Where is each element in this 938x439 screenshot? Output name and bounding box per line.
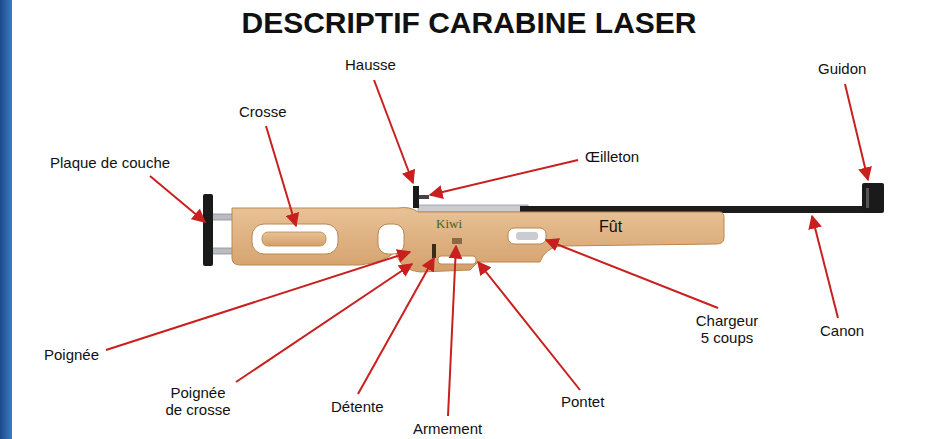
part-label: Détente [331, 398, 384, 415]
part-label: Armement [413, 420, 482, 437]
brand-mark: Kiwi [436, 217, 462, 232]
butt-plate [203, 194, 213, 266]
leader-lines [106, 80, 868, 416]
side-bar [0, 0, 12, 439]
part-label: Chargeur 5 coups [692, 312, 762, 347]
rifle [203, 183, 884, 272]
rear-sight [413, 186, 419, 208]
part-label: Plaque de couche [50, 154, 170, 171]
part-label: Fût [599, 218, 622, 236]
part-label: Crosse [239, 103, 287, 120]
part-label: Pontet [561, 393, 604, 410]
part-label: Hausse [345, 56, 396, 73]
part-label: Poignée de crosse [163, 384, 233, 419]
part-label: Œilleton [585, 148, 639, 165]
part-label: Guidon [818, 60, 866, 77]
page-title: DESCRIPTIF CARABINE LASER [0, 6, 938, 40]
front-sight [862, 183, 884, 213]
part-label: Poignée [44, 346, 99, 363]
trigger [432, 244, 436, 258]
part-label: Canon [820, 322, 864, 339]
